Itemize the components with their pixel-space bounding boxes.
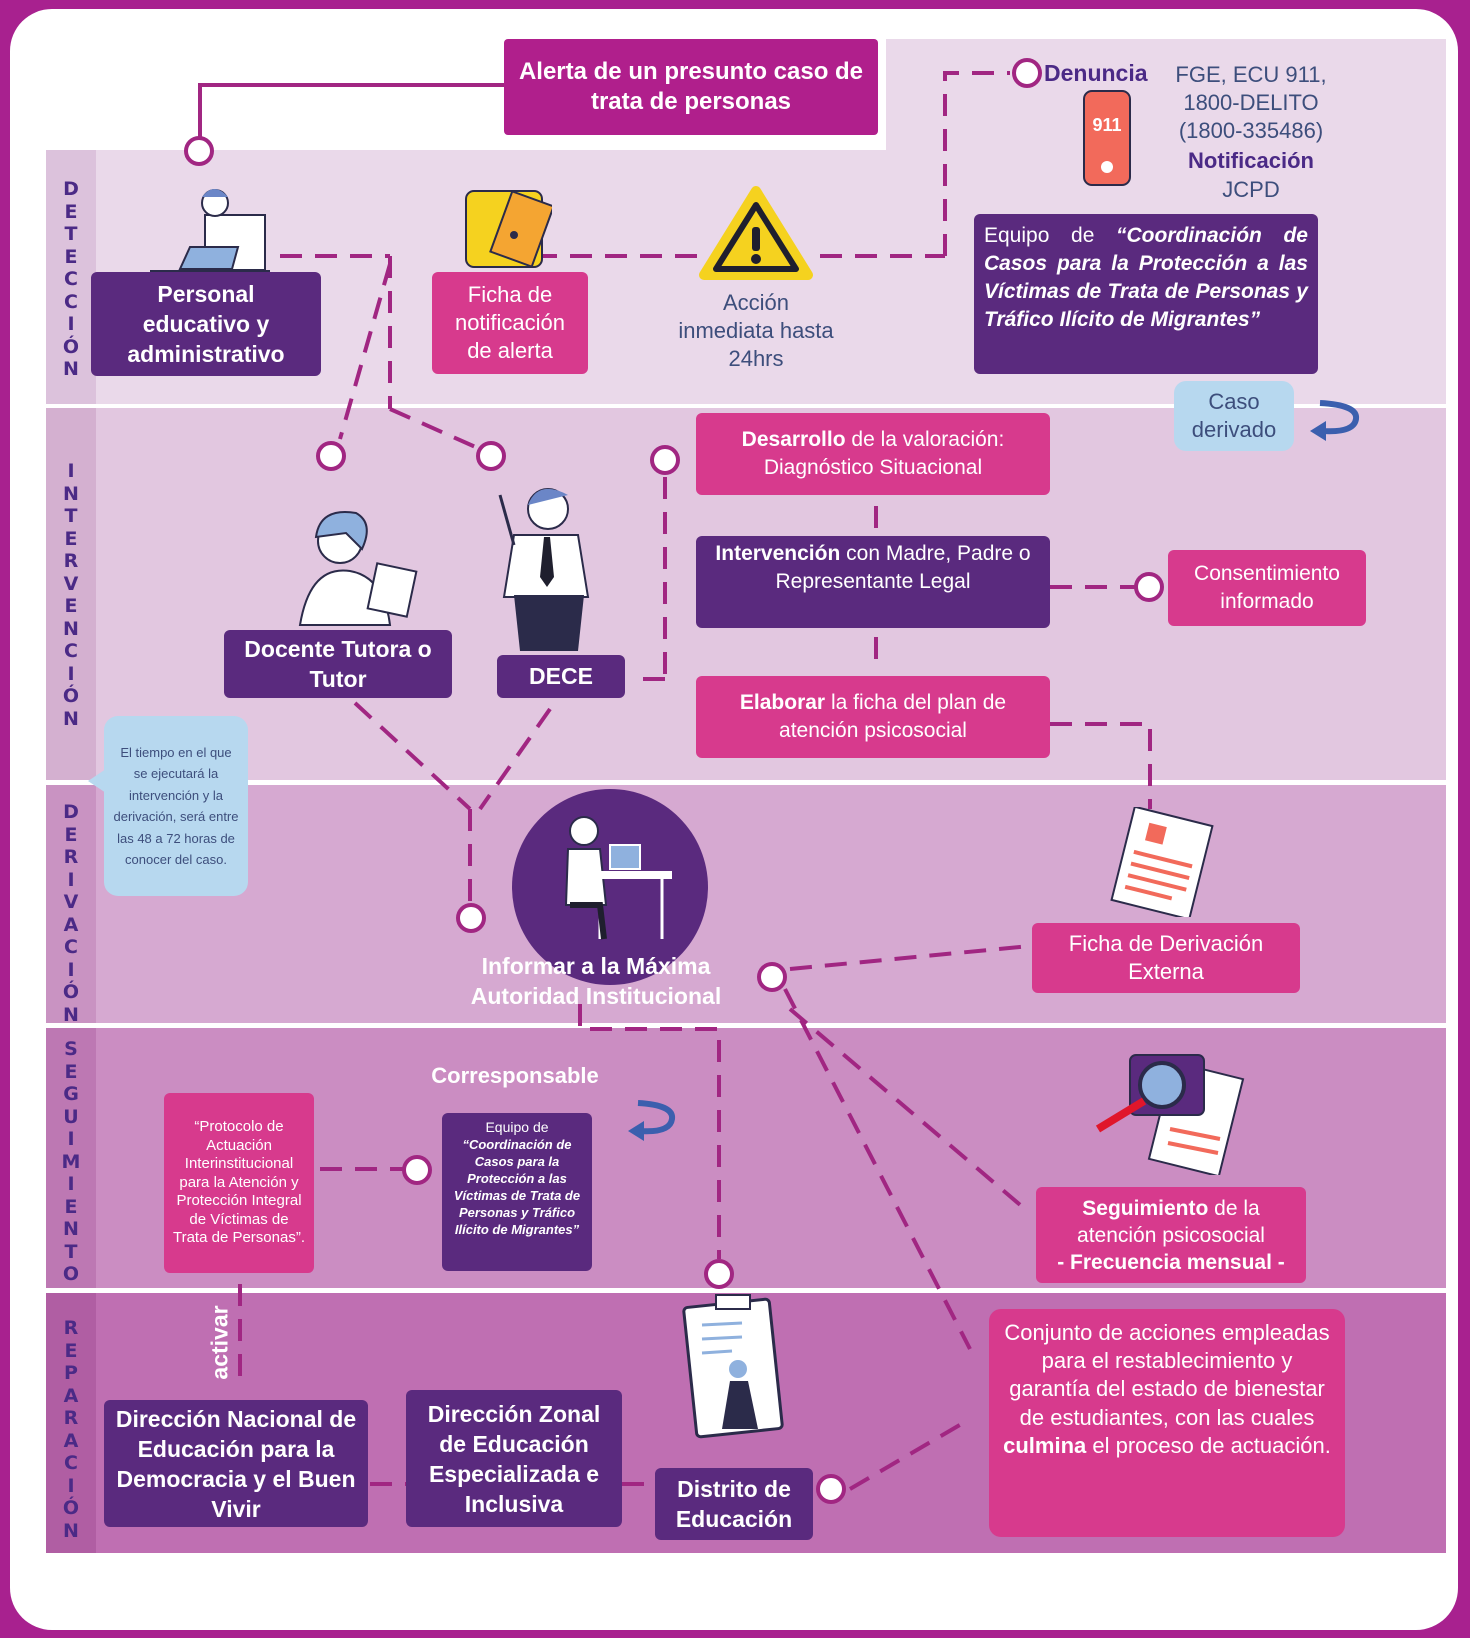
seg-rest: de la atención psicosocial xyxy=(1077,1197,1265,1247)
informar-text: Informar a la Máxima Autoridad Instituci… xyxy=(470,953,722,1009)
elaborar-rest: la ficha del plan de atención psicosocia… xyxy=(779,691,1007,742)
node-circle xyxy=(184,136,214,166)
seguimiento-atencion-box: Seguimiento de la atención psicosocial -… xyxy=(1036,1187,1306,1283)
clipboard-person-illustration xyxy=(682,1294,784,1439)
band-label-seguimiento: S E G U I M I E N T O xyxy=(61,1038,81,1285)
personal-educativo-box: Personal educativo y administrativo xyxy=(91,272,321,376)
informar-circle-bg xyxy=(512,789,708,985)
band-label-derivacion: D E R I V A C I Ó N xyxy=(62,801,80,1026)
conjunto-bold: culmina xyxy=(1003,1432,1087,1458)
distrito-box: Distrito de Educación xyxy=(655,1468,813,1540)
node-circle xyxy=(456,903,486,933)
intervencion-bold: Intervención xyxy=(715,542,841,565)
return-arrow-icon xyxy=(628,1100,676,1141)
equipo-seg-name: “Coordinación de Casos para la Protecció… xyxy=(453,1137,581,1237)
desarrollo-box: Desarrollo de la valoración: Diagnóstico… xyxy=(696,413,1050,495)
band-label-intervencion: I N T E R V E N C I Ó N xyxy=(62,460,80,730)
equipo-prefix: Equipo de xyxy=(984,224,1095,247)
node-circle xyxy=(816,1474,846,1504)
equipo-name: “Coordinación de Casos para la Protecció… xyxy=(984,224,1308,331)
intervencion-familia-box: Intervención con Madre, Padre o Represen… xyxy=(696,536,1050,628)
notificacion-value: JCPD xyxy=(1222,177,1280,202)
top-panel xyxy=(886,39,1446,151)
direccion-zonal-box: Dirección Zonal de Educación Especializa… xyxy=(406,1390,622,1527)
conjunto-pre: Conjunto de acciones empleadas para el r… xyxy=(1004,1320,1330,1430)
node-circle xyxy=(476,441,506,471)
resume-document-icon xyxy=(1110,807,1214,917)
ficha-derivacion-box: Ficha de Derivación Externa xyxy=(1032,923,1300,993)
clipboard-alert-icon xyxy=(465,190,552,268)
equipo-coordinacion-box: Equipo de “Coordinación de Casos para la… xyxy=(974,214,1318,374)
warning-icon xyxy=(699,186,813,280)
infographic-frame: D E T E C C I Ó N I N T E R V E N C I Ó … xyxy=(10,9,1458,1630)
denuncia-label: Denuncia xyxy=(1044,60,1148,86)
band-label-reparacion: R E P A R A C I Ó N xyxy=(62,1317,80,1542)
desarrollo-rest: de la valoración: Diagnóstico Situaciona… xyxy=(763,428,1005,479)
teacher-illustration xyxy=(298,511,418,626)
elaborar-box: Elaborar la ficha del plan de atención p… xyxy=(696,676,1050,758)
conjunto-acciones-box: Conjunto de acciones empleadas para el r… xyxy=(989,1309,1345,1537)
protocolo-box: “Protocolo de Actuación Interinstitucion… xyxy=(164,1093,314,1273)
notificacion-label: Notificación xyxy=(1188,148,1314,173)
connector-lines xyxy=(198,71,1152,1491)
node-circle xyxy=(704,1259,734,1289)
conjunto-post: el proceso de actuación. xyxy=(1092,1432,1331,1458)
band-label-deteccion: D E T E C C I Ó N xyxy=(62,178,80,380)
corresponsable-text: Corresponsable xyxy=(431,1063,599,1088)
node-circle xyxy=(1012,58,1042,88)
node-circle xyxy=(650,445,680,475)
magnifier-documents-icon xyxy=(1095,1054,1245,1175)
activar-text: activar xyxy=(206,1305,233,1380)
equipo-seg-prefix: Equipo de xyxy=(485,1119,549,1135)
dece-staff-illustration xyxy=(498,488,590,651)
node-circle xyxy=(316,441,346,471)
node-circle xyxy=(757,962,787,992)
docente-tutor-box: Docente Tutora o Tutor xyxy=(224,630,452,698)
consentimiento-box: Consentimiento informado xyxy=(1168,550,1366,626)
phone-911-icon: 911 xyxy=(1083,90,1131,186)
elaborar-bold: Elaborar xyxy=(739,691,826,714)
person-at-desk-illustration xyxy=(564,816,672,940)
dece-box: DECE xyxy=(497,655,625,698)
node-circle xyxy=(1134,572,1164,602)
direccion-nacional-box: Dirección Nacional de Educación para la … xyxy=(104,1400,368,1527)
caso-derivado-box: Caso derivado xyxy=(1174,381,1294,451)
desarrollo-bold: Desarrollo xyxy=(741,428,846,451)
tiempo-note: El tiempo en el que se ejecutará la inte… xyxy=(104,716,248,896)
intervencion-rest: con Madre, Padre o Representante Legal xyxy=(775,542,1031,593)
equipo-seguimiento-box: Equipo de “Coordinación de Casos para la… xyxy=(442,1113,592,1271)
denuncia-value: FGE, ECU 911, 1800-DELITO (1800-335486) xyxy=(1175,62,1327,143)
return-arrow-icon xyxy=(1310,400,1360,441)
accion-inmediata-text: Acción inmediata hasta 24hrs xyxy=(678,290,834,371)
phone-911-text: 911 xyxy=(1092,115,1121,135)
note-pointer xyxy=(88,769,106,793)
ficha-notificacion-box: Ficha de notificación de alerta xyxy=(432,272,588,374)
seg-bold: Seguimiento xyxy=(1082,1197,1209,1220)
alert-title: Alerta de un presunto caso de trata de p… xyxy=(504,39,878,135)
seg-freq: - Frecuencia mensual - xyxy=(1057,1251,1285,1274)
node-circle xyxy=(402,1155,432,1185)
person-at-laptop-illustration xyxy=(150,189,270,272)
